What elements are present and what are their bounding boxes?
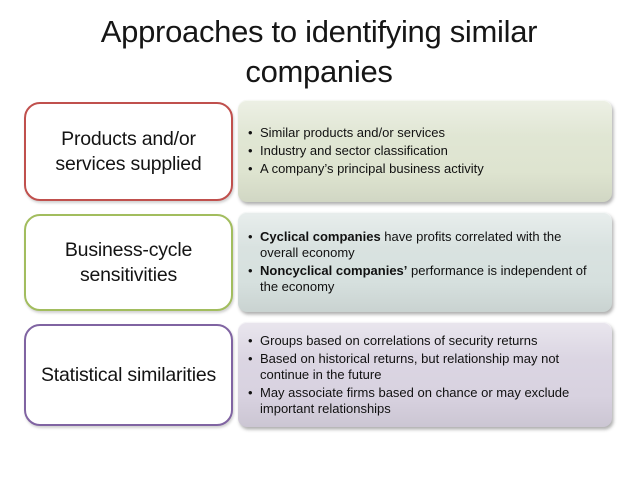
row-panel: Groups based on correlations of security…: [238, 322, 612, 427]
bullet-item: Based on historical returns, but relatio…: [247, 351, 594, 383]
bullet-item: Cyclical companies have profits correlat…: [247, 229, 594, 261]
row-label-box: Business-cycle sensitivities: [24, 214, 233, 311]
bullet-item: May associate firms based on chance or m…: [247, 385, 594, 417]
row-business-cycle: Cyclical companies have profits correlat…: [0, 212, 638, 314]
slide-title: Approaches to identifying similar compan…: [100, 14, 538, 89]
bullet-item: Similar products and/or services: [247, 125, 594, 141]
row-label: Products and/or services supplied: [55, 127, 202, 175]
row-label: Business-cycle sensitivities: [64, 238, 193, 286]
bullet-item: Groups based on correlations of security…: [247, 333, 594, 349]
row-products: Similar products and/or servicesIndustry…: [0, 100, 638, 204]
row-label-box: Statistical similarities: [24, 324, 233, 426]
bullet-item: Noncyclical companies’ performance is in…: [247, 263, 594, 295]
bullet-list: Groups based on correlations of security…: [247, 331, 594, 419]
row-label-box: Products and/or services supplied: [24, 102, 233, 201]
bullet-list: Cyclical companies have profits correlat…: [247, 227, 594, 297]
bullet-item: Industry and sector classification: [247, 143, 594, 159]
bullet-item: A company’s principal business activity: [247, 161, 594, 177]
row-panel: Similar products and/or servicesIndustry…: [238, 100, 612, 202]
row-panel: Cyclical companies have profits correlat…: [238, 212, 612, 312]
row-statistical: Groups based on correlations of security…: [0, 322, 638, 429]
bullet-list: Similar products and/or servicesIndustry…: [247, 123, 594, 179]
row-label: Statistical similarities: [40, 363, 217, 386]
